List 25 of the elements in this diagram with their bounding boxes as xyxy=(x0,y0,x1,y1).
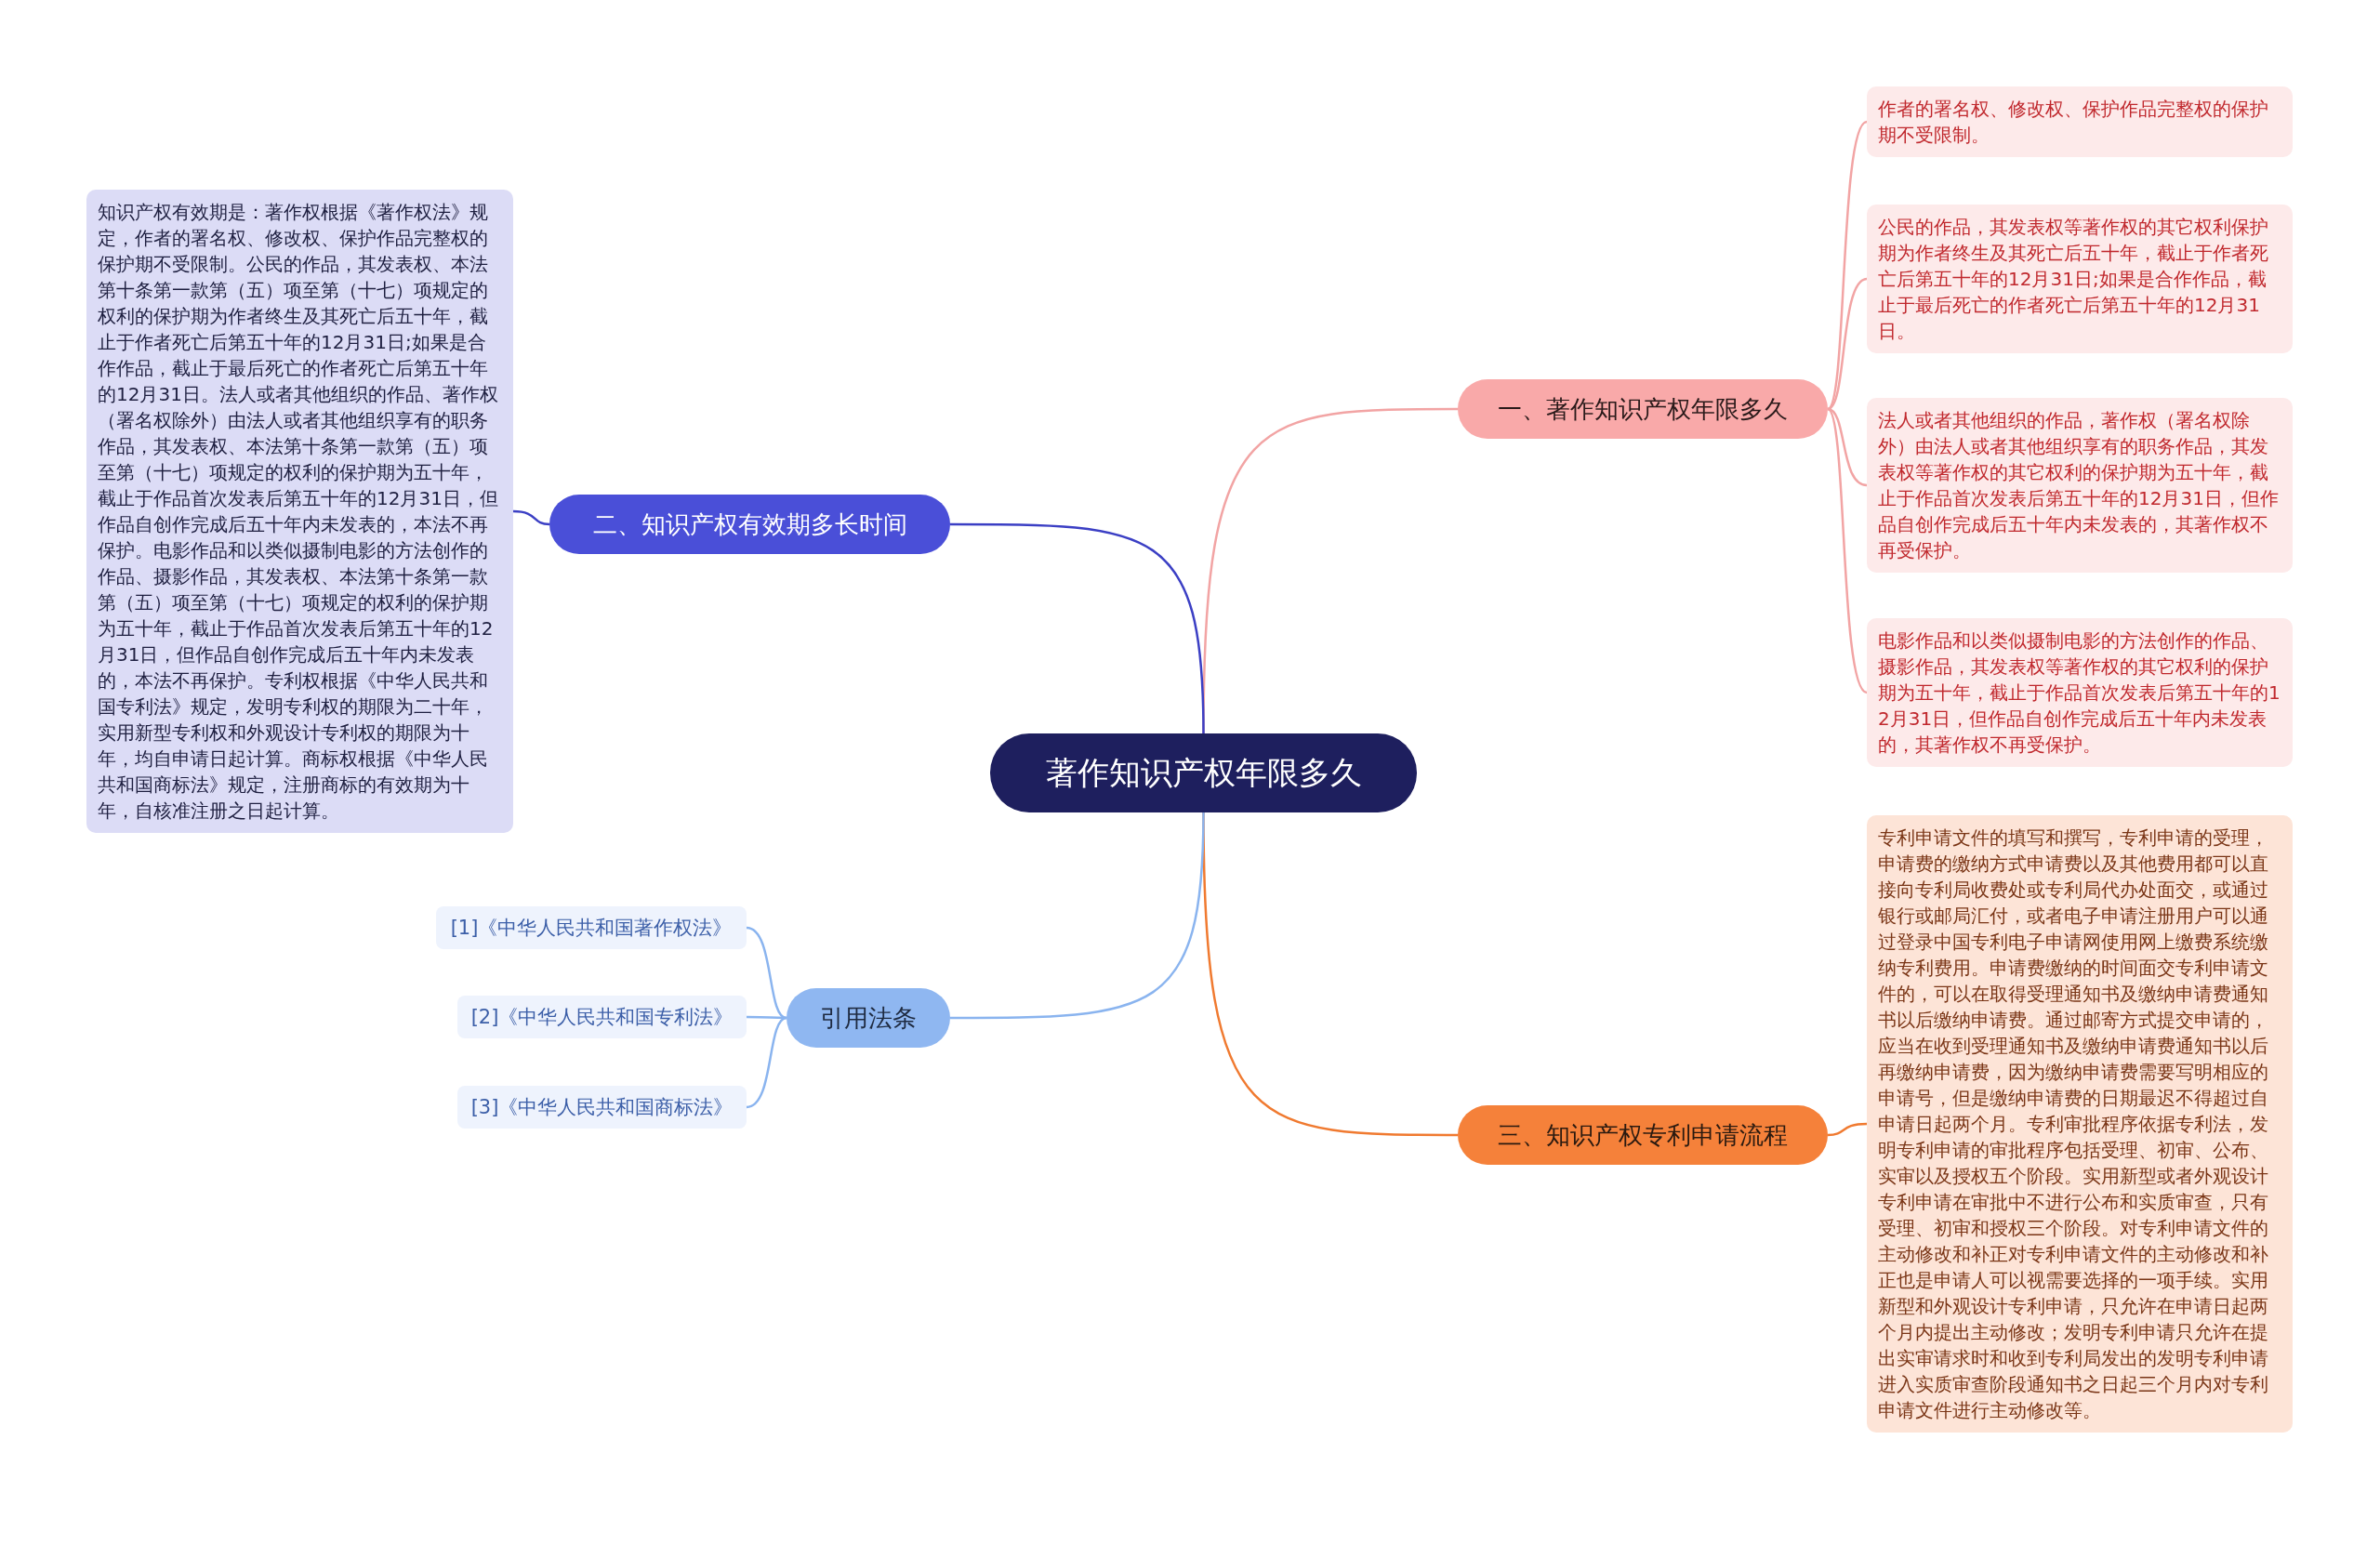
note-card: 知识产权有效期是：著作权根据《著作权法》规定，作者的署名权、修改权、保护作品完整权的保护期不受限制。公民的作品，其发表权、本法第十条第一款第（五）项至第（十七）项规定的权利的保护期为作者终生及其死亡后五十年，截止于作者死亡后第五十年的12月31日;如果是合作作品，截止于最后死亡的作者死亡后第五十年的12月31日。法人或者其他组织的作品、著作权（署名权除外）由法人或者其他组织享有的职务作品，其发表权、本法第十条第一款第（五）项至第（十七）项规定的权利的保护期为五十年，截止于作品首次发表后第五十年的12月31日，但作品自创作完成后五十年内未发表的，本法不再保护。电影作品和以类似摄制电影的方法创作的作品、摄影作品，其发表权、本法第十条第一款第（五）项至第（十七）项规定的权利的保护期为五十年，截止于作品首次发表后第五十年的12月31日，但作品自创作完成后五十年内未发表的，本法不再保护。专利权根据《中华人民共和国专利法》规定，发明专利权的期限为二十年，实用新型专利权和外观设计专利权的期限为十年，均自申请日起计算。商标权根据《中华人民共和国商标法》规定，注册商标的有效期为十年，自核准注册之日起计算。 xyxy=(86,190,513,833)
connector xyxy=(1827,277,1868,411)
connector xyxy=(950,812,1205,1020)
connector xyxy=(1827,407,1868,487)
connector xyxy=(1827,1122,1868,1137)
branch-topic: 引用法条 xyxy=(787,988,950,1048)
connector xyxy=(512,509,550,526)
connector xyxy=(746,1016,787,1109)
note-card: 法人或者其他组织的作品，著作权（署名权除外）由法人或者其他组织享有的职务作品，其发表权等著作权的其它权利的保护期为五十年，截止于作品首次发表后第五十年的12月31日，但作品自创作完成后五十年内未发表的，其著作权不再受保护。 xyxy=(1867,398,2293,573)
note-card: 公民的作品，其发表权等著作权的其它权利保护期为作者终生及其死亡后五十年，截止于作者死亡后第五十年的12月31日;如果是合作作品，截止于最后死亡的作者死亡后第五十年的12月31日。 xyxy=(1867,205,2293,353)
connector xyxy=(746,926,787,1020)
branch-topic: 二、知识产权有效期多长时间 xyxy=(549,495,950,554)
note-card: 专利申请文件的填写和撰写，专利申请的受理，申请费的缴纳方式申请费以及其他费用都可以直接向专利局收费处或专利局代办处面交，或通过银行或邮局汇付，或者电子申请注册用户可以通过登录中国专利电子申请网使用网上缴费系统缴纳专利费用。申请费缴纳的时间面交专利申请文件的，可以在取得受理通知书及缴纳申请费通知书以后缴纳申请费。通过邮寄方式提交申请的，应当在收到受理通知书及缴纳申请费通知书以后再缴纳申请费，因为缴纳申请费需要写明相应的申请号，但是缴纳申请费的日期最迟不得超过自申请日起两个月。专利审批程序依据专利法，发明专利申请的审批程序包括受理、初审、公布、实审以及授权五个阶段。实用新型或者外观设计专利申请在审批中不进行公布和实质审查，只有受理、初审和授权三个阶段。对专利申请文件的主动修改和补正对专利申请文件的主动修改和补正也是申请人可以视需要选择的一项手续。实用新型和外观设计专利申请，只允许在申请日起两个月内提出主动修改；发明专利申请只允许在提出实审请求时和收到专利局发出的发明专利申请进入实质审查阶段通知书之日起三个月内对专利申请文件进行主动修改等。 xyxy=(1867,815,2293,1433)
connector xyxy=(1827,408,1868,693)
branch-topic: 一、著作知识产权年限多久 xyxy=(1458,379,1828,439)
central-topic: 著作知识产权年限多久 xyxy=(990,733,1417,812)
branch-topic: 三、知识产权专利申请流程 xyxy=(1458,1105,1828,1165)
connector xyxy=(950,522,1205,734)
note-card: 作者的署名权、修改权、保护作品完整权的保护期不受限制。 xyxy=(1867,86,2293,157)
connector xyxy=(747,1015,787,1020)
note-card: 电影作品和以类似摄制电影的方法创作的作品、摄影作品，其发表权等著作权的其它权利的保护期为五十年，截止于作品首次发表后第五十年的12月31日，但作品自创作完成后五十年内未发表的，其著作权不再受保护。 xyxy=(1867,618,2293,767)
citation-tag: [2]《中华人民共和国专利法》 xyxy=(457,996,747,1038)
connector xyxy=(1827,121,1868,410)
citation-tag: [3]《中华人民共和国商标法》 xyxy=(457,1086,747,1129)
citation-tag: [1]《中华人民共和国著作权法》 xyxy=(436,906,747,949)
